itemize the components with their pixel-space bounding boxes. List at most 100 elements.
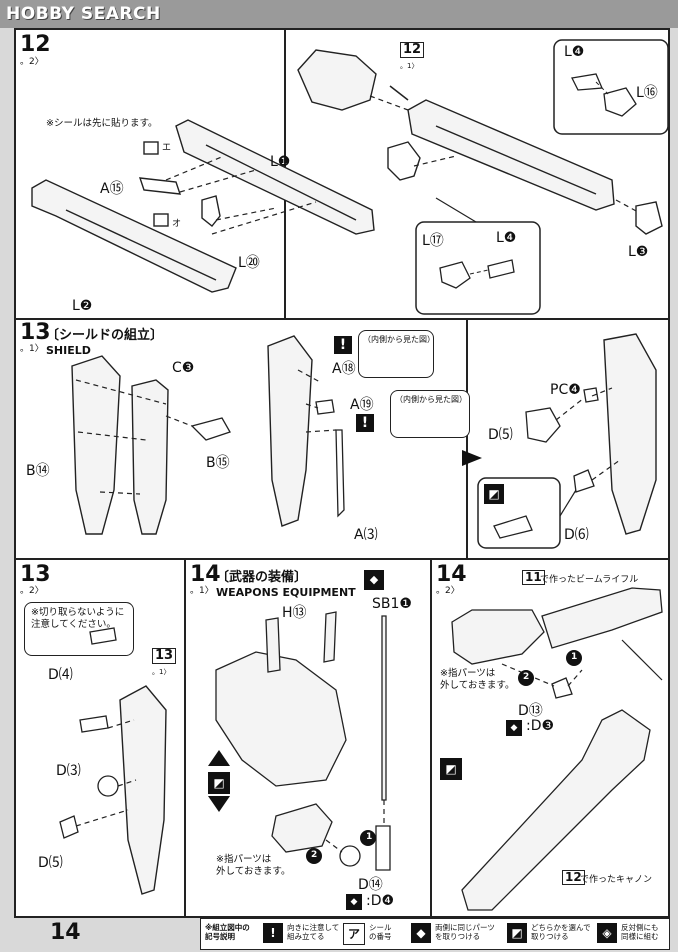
part-label-h13: H⑬ [282, 605, 307, 621]
step-number: 12 [20, 32, 51, 57]
caution-icon: ! [263, 923, 283, 943]
top-banner: HOBBY SEARCH [0, 0, 678, 28]
inside-view-bubble: （内側から見た図） [358, 330, 435, 378]
step-substep: 。2〉 [20, 57, 44, 67]
ref-step-number: 11 [522, 570, 545, 585]
ref-substep: 。1〉 [152, 668, 171, 676]
both-sides-icon: ◆ [346, 894, 362, 910]
sticker-note: ※シールは先に貼ります。 [46, 118, 158, 129]
part-label-d13: D⑬ [518, 703, 543, 719]
step-13-1-drawing [71, 333, 657, 549]
finger-parts-note: ※指パーツは 外しておきます。 [216, 854, 291, 877]
ref-step-number: 12 [562, 870, 585, 885]
step-13-1-panel: 13 。1〉 〔シールドの組立〕 SHIELD [14, 318, 670, 560]
up-arrow-icon [208, 750, 230, 766]
part-label-b15: B⑮ [206, 455, 230, 471]
sticker-icon: ア [343, 923, 365, 945]
select-one-icon: ◩ [484, 484, 504, 504]
part-label-l2: L❷ [72, 298, 93, 314]
step-12-panel: 12 。2〉 ※シールは先に貼ります。 12 。1〉 [14, 28, 670, 320]
part-label-d4: :D❹ [366, 893, 395, 909]
view-note: （内側から見た図） [395, 395, 467, 404]
cannon-caption: で作ったキャノン [580, 875, 653, 885]
finger-parts-note: ※指パーツは 外しておきます。 [440, 668, 515, 691]
page-number: 14 [50, 920, 81, 945]
part-label-l17: L⑰ [422, 233, 444, 249]
part-label-d23: D⑶ [56, 763, 81, 779]
step-title-en: WEAPONS EQUIPMENT [216, 586, 356, 599]
step-title-en: SHIELD [46, 344, 91, 357]
part-label-a23: A⑶ [354, 527, 378, 543]
part-label-l4-bottom: L❹ [496, 230, 517, 246]
sticker-label-o: オ [172, 219, 182, 229]
step-number: 13 [20, 562, 51, 587]
part-label-l1: L❶ [270, 154, 291, 170]
part-label-d24: D⑷ [48, 667, 73, 683]
step-number: 14 [190, 562, 221, 587]
step-order-1: 1 [366, 832, 373, 842]
part-label-l16: L⑯ [636, 85, 658, 101]
step-14-2-drawing [451, 587, 663, 911]
ref-substep: 。1〉 [400, 62, 419, 70]
ref-step-number: 13 [152, 648, 177, 664]
step-14-2-panel: 14 。2〉 11 で作ったビームライフル 1 2 ※指パーツは 外しておきます… [430, 558, 670, 918]
step-title-jp: 〔武器の装備〕 [216, 570, 308, 585]
part-label-d26: D⑸ [488, 427, 513, 443]
part-label-a18: A⑱ [332, 361, 356, 377]
step-substep: 。2〉 [20, 586, 44, 596]
step-substep: 。1〉 [190, 586, 214, 596]
part-label-d25: D⑸ [38, 855, 63, 871]
step-substep: 。2〉 [436, 586, 460, 596]
inside-view-bubble: （内側から見た図） [390, 390, 470, 438]
part-label-c3: C❸ [172, 360, 195, 376]
part-label-l4-top: L❹ [564, 44, 585, 60]
legend-text: シール の番号 [369, 923, 392, 941]
step-number: 13 [20, 320, 51, 345]
legend-text: 向きに注意して 組み立てる [287, 923, 340, 941]
divider [466, 320, 468, 560]
step-order-2: 2 [311, 850, 318, 860]
step-13-2-panel: 13 。2〉 ※切り取らないように 注意してください。 13 。1〉 D⑷ D⑶… [14, 558, 186, 918]
part-label-d27: D⑹ [564, 527, 589, 543]
down-arrow-icon [208, 796, 230, 812]
part-label-a19: A⑲ [350, 397, 374, 413]
caution-note-bubble: ※切り取らないように 注意してください。 [24, 602, 134, 656]
mirror-icon: ◈ [597, 923, 617, 943]
step-14-1-drawing [215, 611, 391, 871]
step-14-1-panel: 14 。1〉 〔武器の装備〕 WEAPONS EQUIPMENT ◆ ◩ 2 1… [184, 558, 432, 918]
part-label-d14: D⑭ [358, 877, 383, 893]
caution-icon: ! [356, 414, 374, 432]
legend-text: 両側に同じパーツ を取りつける [435, 923, 495, 941]
sticker-label-e: エ [162, 143, 172, 153]
step-13-2-drawing [59, 627, 167, 895]
view-note: （内側から見た図） [363, 335, 435, 344]
part-label-a15: A⑮ [100, 181, 124, 197]
part-label-d3: :D❸ [526, 718, 555, 734]
brand-logo: HOBBY SEARCH [6, 4, 161, 24]
step-order-1: 1 [571, 652, 578, 662]
step-title-jp: 〔シールドの組立〕 [46, 328, 164, 343]
both-sides-icon: ◆ [364, 570, 384, 590]
caution-note: ※切り取らないように 注意してください。 [31, 607, 125, 630]
part-label-sb1: SB1❶ [372, 596, 412, 612]
select-one-icon: ◩ [208, 772, 230, 794]
step-number: 14 [436, 562, 467, 587]
select-one-icon: ◩ [440, 758, 462, 780]
step-substep: 。1〉 [20, 344, 44, 354]
symbol-legend: ※組立図中の 記号説明 ! 向きに注意して 組み立てる ア シール の番号 ◆ … [200, 918, 670, 950]
select-one-icon: ◩ [507, 923, 527, 943]
part-label-b14: B⑭ [26, 463, 50, 479]
step-12-drawing [31, 39, 669, 315]
legend-text: 反対側にも 同様に組む [621, 923, 659, 941]
legend-title: ※組立図中の 記号説明 [205, 923, 250, 941]
legend-text: どちらかを選んで 取りつける [531, 923, 591, 941]
both-sides-icon: ◆ [411, 923, 431, 943]
caution-icon: ! [334, 336, 352, 354]
part-label-l3: L❸ [628, 244, 649, 260]
both-sides-icon: ◆ [506, 720, 522, 736]
part-label-pc4: PC❹ [550, 382, 581, 398]
ref-step-number: 12 [400, 42, 425, 58]
part-label-l21: L⑳ [238, 255, 260, 271]
rifle-caption: で作ったビームライフル [540, 575, 639, 585]
step-order-2: 2 [523, 672, 530, 682]
